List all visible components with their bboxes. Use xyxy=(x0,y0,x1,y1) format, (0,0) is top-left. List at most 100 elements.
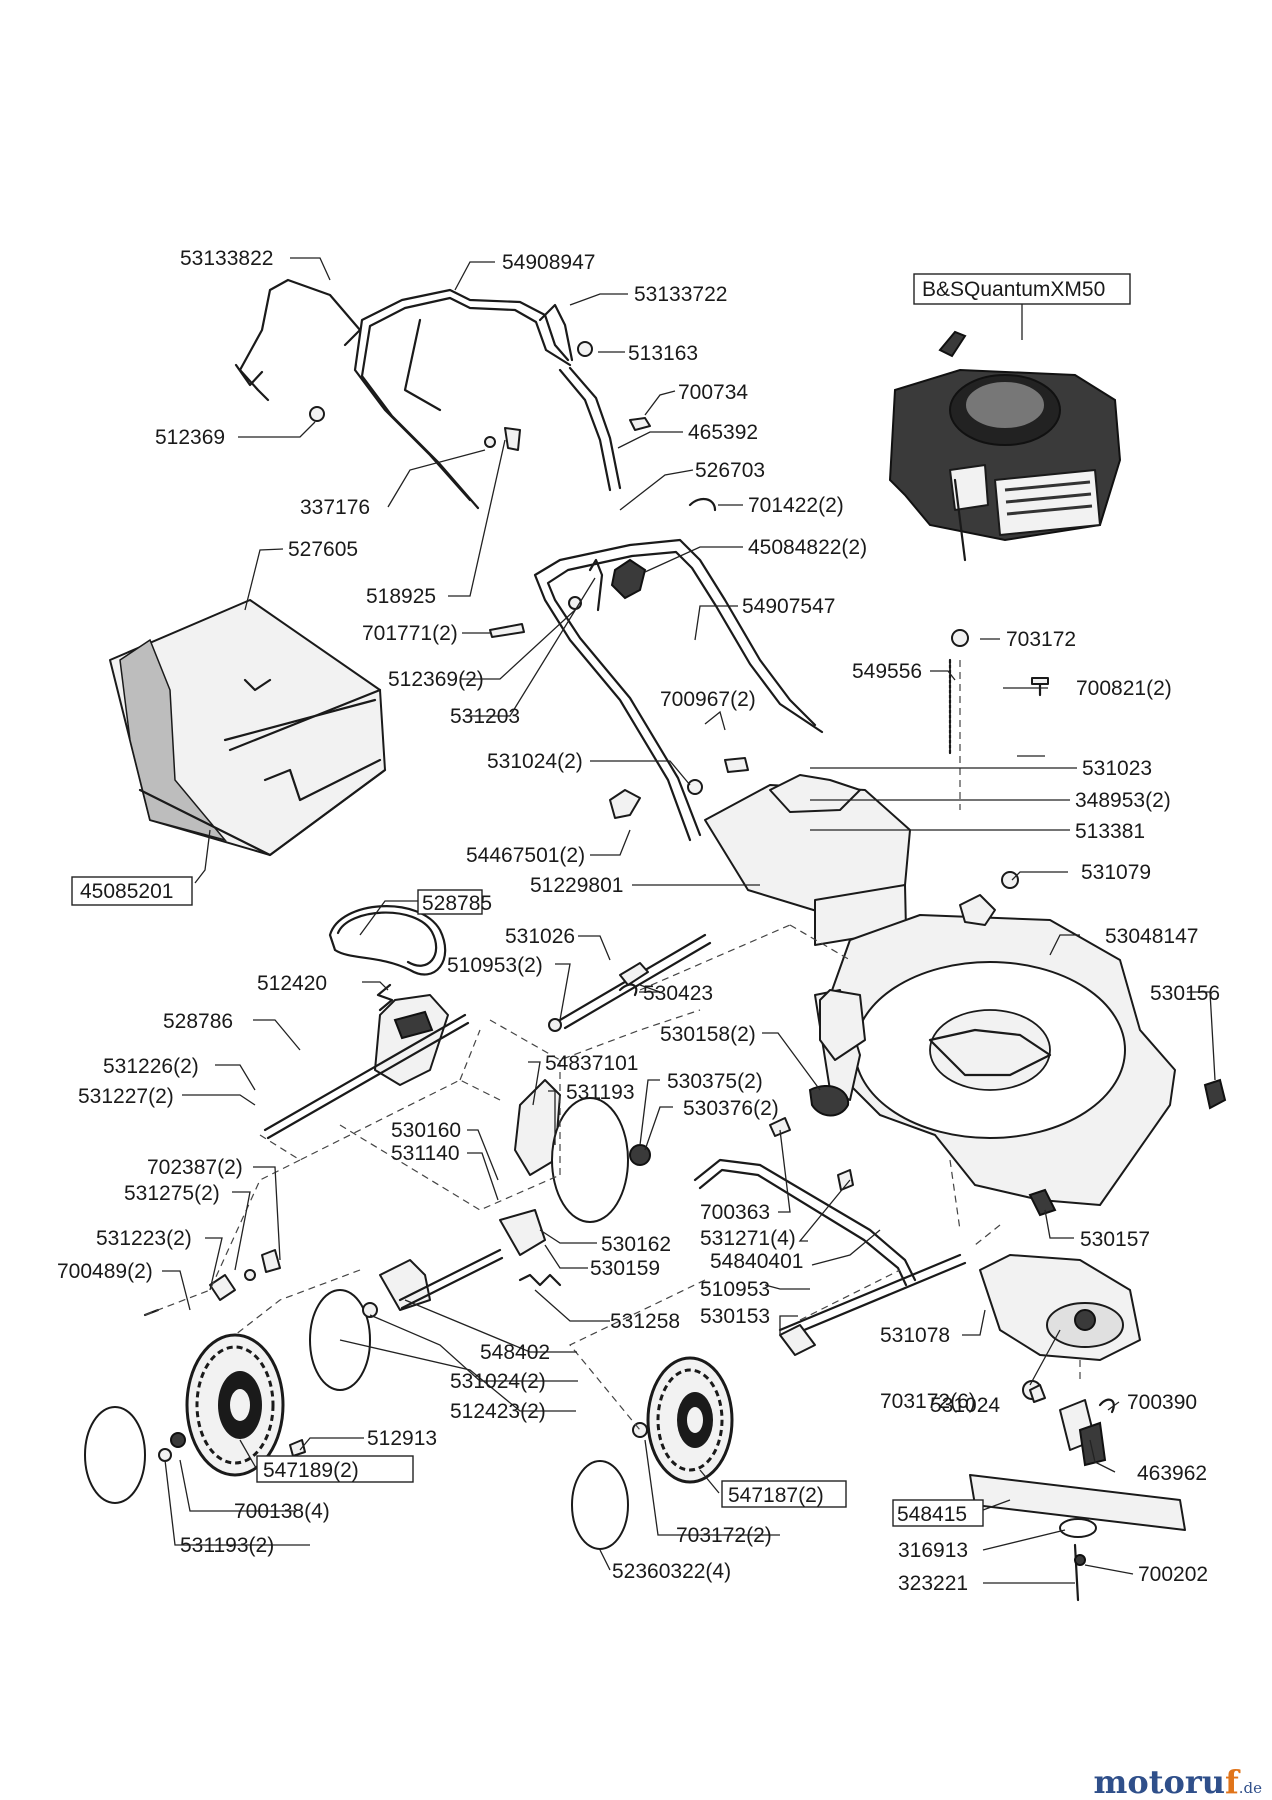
drive-shaft-531026 xyxy=(558,933,712,1030)
blade-548415 xyxy=(969,1474,1186,1531)
label-530162: 530162 xyxy=(601,1233,671,1256)
gearbox-528786 xyxy=(263,994,470,1140)
label-528785: 528785 xyxy=(422,892,492,915)
label-531193: 531193 xyxy=(566,1081,635,1104)
washer-316913 xyxy=(1059,1518,1097,1538)
label-700821: 700821(2) xyxy=(1076,677,1172,700)
left-wheel-assembly xyxy=(84,1248,504,1504)
label-700138: 700138(4) xyxy=(234,1500,330,1523)
bearing-530375 xyxy=(629,1144,651,1166)
clip-701422 xyxy=(688,497,717,512)
gear-702387 xyxy=(261,1249,281,1273)
label-512913: 512913 xyxy=(367,1427,437,1450)
clip-530157 xyxy=(1028,1188,1057,1217)
pinion-531223 xyxy=(209,1274,236,1301)
label-531258: 531258 xyxy=(610,1310,680,1333)
label-530153: 530153 xyxy=(700,1305,770,1328)
label-54908947: 54908947 xyxy=(502,251,595,274)
hub-cap-left xyxy=(84,1406,146,1504)
label-53048147: 53048147 xyxy=(1105,925,1198,948)
bolt-head-700821 xyxy=(1031,677,1049,685)
label-463962: 463962 xyxy=(1137,1462,1207,1485)
label-54907547: 54907547 xyxy=(742,595,835,618)
washer-513163 xyxy=(577,341,593,357)
screw-531271 xyxy=(837,1169,854,1191)
screw-512913 xyxy=(289,1439,306,1457)
label-510953-2: 510953(2) xyxy=(447,954,543,977)
bracket-530159 xyxy=(499,1209,546,1256)
screw-700967 xyxy=(724,757,749,773)
adapter-inner xyxy=(1078,1421,1107,1467)
leader-lines xyxy=(162,257,1216,1584)
washer-531079 xyxy=(1001,871,1019,889)
label-531079: 531079 xyxy=(1081,861,1151,884)
knob-54467501 xyxy=(609,789,641,819)
label-52360322: 52360322(4) xyxy=(612,1560,731,1583)
label-531271: 531271(4) xyxy=(700,1227,796,1250)
label-531193-2: 531193(2) xyxy=(180,1534,274,1557)
right-wheel-assembly xyxy=(571,1356,734,1550)
gear-530158 xyxy=(808,1085,850,1117)
label-531078: 531078 xyxy=(880,1324,950,1347)
label-45084822: 45084822(2) xyxy=(748,536,867,559)
label-531026: 531026 xyxy=(505,925,575,948)
label-512369: 512369 xyxy=(155,426,225,449)
bolt-512369 xyxy=(309,406,325,422)
label-316913: 316913 xyxy=(898,1539,968,1562)
ring-531275 xyxy=(244,1269,256,1281)
label-531226: 531226(2) xyxy=(103,1055,199,1078)
label-530423: 530423 xyxy=(643,982,713,1005)
washer-531024 xyxy=(687,779,703,795)
upper-handle-right xyxy=(538,303,574,362)
rear-flap xyxy=(704,774,911,946)
label-53133822: 53133822 xyxy=(180,247,273,270)
knob-45084822 xyxy=(610,558,647,600)
label-547189: 547189(2) xyxy=(263,1459,359,1482)
label-513163: 513163 xyxy=(628,342,698,365)
label-531140: 531140 xyxy=(391,1142,460,1165)
watermark-accent: f xyxy=(1225,1763,1241,1800)
label-531223: 531223(2) xyxy=(96,1227,192,1250)
watermark-main: motoru xyxy=(1094,1763,1225,1800)
blade-adapter-531078 xyxy=(979,1254,1141,1361)
washer-510953 xyxy=(548,1018,562,1032)
label-45085201: 45085201 xyxy=(80,880,173,903)
label-701771: 701771(2) xyxy=(362,622,458,645)
grass-catcher xyxy=(109,599,387,857)
label-703172-top: 703172 xyxy=(1006,628,1076,651)
cable-clip-531203 xyxy=(588,558,604,612)
label-51229801: 51229801 xyxy=(530,874,623,897)
belt-inner xyxy=(336,911,438,967)
spring-549556 xyxy=(953,478,967,562)
label-530156: 530156 xyxy=(1150,982,1220,1005)
clip-700390 xyxy=(1098,1398,1115,1414)
spring-530423 xyxy=(618,983,638,997)
label-703172-6: 703172(6) xyxy=(880,1390,976,1413)
label-703172-2: 703172(2) xyxy=(676,1524,772,1547)
washer-531024-blade xyxy=(1029,1384,1046,1403)
lower-handle xyxy=(533,538,824,842)
label-700489: 700489(2) xyxy=(57,1260,153,1283)
label-702387: 702387(2) xyxy=(147,1156,243,1179)
spring-512420 xyxy=(376,983,394,1012)
label-323221: 323221 xyxy=(898,1572,968,1595)
parts-drawing xyxy=(84,278,1227,1602)
label-348953: 348953(2) xyxy=(1075,789,1171,812)
label-531227: 531227(2) xyxy=(78,1085,174,1108)
disc-530162 xyxy=(551,1097,629,1223)
label-530157: 530157 xyxy=(1080,1228,1150,1251)
label-53133722: 53133722 xyxy=(634,283,727,306)
label-54837101: 54837101 xyxy=(545,1052,638,1075)
label-boxes xyxy=(71,273,1131,1527)
label-510953: 510953 xyxy=(700,1278,770,1301)
nut-703172-right xyxy=(632,1422,648,1438)
carrier-548402 xyxy=(379,1259,431,1311)
mower-deck xyxy=(814,894,1176,1206)
label-700363: 700363 xyxy=(700,1201,770,1224)
label-465392: 465392 xyxy=(688,421,758,444)
label-513381: 513381 xyxy=(1075,820,1145,843)
watermark-logo: motoruf.de xyxy=(1094,1763,1263,1800)
label-700734: 700734 xyxy=(678,381,748,404)
bracket-530158 xyxy=(819,989,866,1061)
